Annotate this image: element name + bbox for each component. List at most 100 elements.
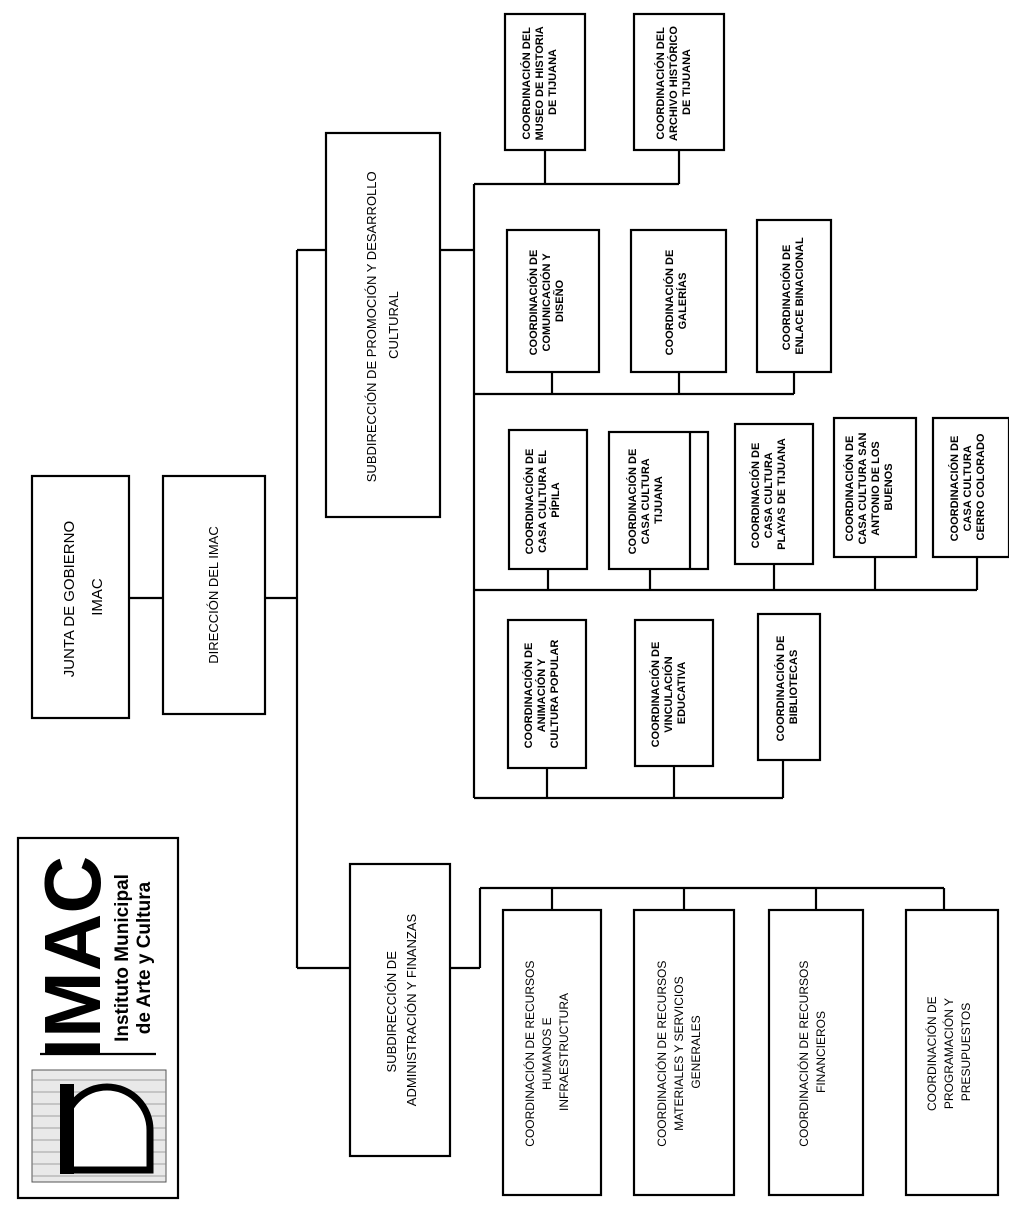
node-museo: COORDINACIÓN DEL MUSEO DE HISTORIA DE TI… xyxy=(503,12,587,152)
node-line: DE TIJUANA xyxy=(681,49,693,115)
node-san-antonio: COORDINACIÓN DE CASA CULTURA SAN ANTONIO… xyxy=(832,416,918,559)
svg-text:COORDINACIÓN DE GALERÍAS: COORDINACIÓN DE GALERÍAS xyxy=(663,247,689,356)
node-line: COORDINACIÓN DE xyxy=(663,250,676,356)
node-galerias: COORDINACIÓN DE GALERÍAS xyxy=(629,228,728,374)
svg-text:COORDINACIÓN DE COMUNICA: COORDINACIÓN DE COMUNICACIÓN Y DISEÑO xyxy=(527,247,566,356)
node-line: INFRAESTRUCTURA xyxy=(557,993,571,1111)
logo-subtitle-2: de Arte y Cultura xyxy=(134,881,155,1034)
node-line: GENERALES xyxy=(689,1015,703,1088)
node-playas: COORDINACIÓN DE CASA CULTURA PLAYAS DE T… xyxy=(733,422,815,566)
node-line: CULTURAL xyxy=(386,291,401,359)
node-line: ARCHIVO HISTÓRICO xyxy=(667,26,680,141)
node-line: EDUCATIVA xyxy=(676,662,688,725)
node-line: COORDINACIÓN DE xyxy=(522,643,535,749)
node-cc-tijuana: COORDINACIÓN DE CASA CULTURA TIJUANA xyxy=(607,430,710,571)
node-rh: COORDINACIÓN DE RECURSOS HUMANOS E INFRA… xyxy=(501,908,603,1197)
node-cerro: COORDINACIÓN DE CASA CULTURA CERRO COLOR… xyxy=(931,416,1009,559)
svg-text:COORDINACIÓN DE VINCULAC: COORDINACIÓN DE VINCULACIÓN EDUCATIVA xyxy=(649,639,688,748)
svg-text:COORDINACIÓN DE RECURSOS: COORDINACIÓN DE RECURSOS HUMANOS E INFRA… xyxy=(522,957,571,1146)
svg-text:COORDINACIÓN DE ENLACE B: COORDINACIÓN DE ENLACE BINACIONAL xyxy=(780,237,806,355)
node-sub-promocion: SUBDIRECCIÓN DE PROMOCIÓN Y DESARROLLO C… xyxy=(324,131,442,519)
node-bibliotecas: COORDINACIÓN DE BIBLIOTECAS xyxy=(756,612,822,762)
svg-text:COORDINACIÓN DE RECURSOS: COORDINACIÓN DE RECURSOS FINANCIEROS xyxy=(796,957,828,1146)
emblem-label: TIJUANA xyxy=(59,1107,70,1150)
node-line: CASA CULTURA xyxy=(640,458,652,544)
node-line: BIBLIOTECAS xyxy=(788,650,800,725)
connector-lines xyxy=(129,150,979,970)
node-rf: COORDINACIÓN DE RECURSOS FINANCIEROS xyxy=(767,908,865,1197)
node-line: COORDINACIÓN DE xyxy=(774,636,787,742)
node-line: JUNTA DE GOBIERNO xyxy=(61,521,78,677)
node-animacion: COORDINACIÓN DE ANIMACIÓN Y CULTURA POPU… xyxy=(506,618,588,770)
logo-acronym: IMAC xyxy=(28,856,117,1060)
node-line: SUBDIRECCIÓN DE PROMOCIÓN Y DESARROLLO xyxy=(364,171,379,482)
svg-text:SUBDIRECCIÓN DE ADMINIST: SUBDIRECCIÓN DE ADMINISTRACIÓN Y FINANZA… xyxy=(384,913,419,1106)
svg-text:COORDINACIÓN DEL MUSEO D: COORDINACIÓN DEL MUSEO DE HISTORIA DE TI… xyxy=(520,24,559,141)
node-line: VINCULACIÓN xyxy=(662,656,675,732)
node-line: CASA CULTURA xyxy=(962,445,974,531)
node-line: ADMINISTRACIÓN Y FINANZAS xyxy=(404,913,419,1106)
node-line: DIRECCIÓN DEL IMAC xyxy=(206,526,221,663)
node-line: COORDINACIÓN DE xyxy=(843,436,856,542)
node-line: COORDINACIÓN DE xyxy=(780,245,793,351)
svg-text:COORDINACIÓN DE RECURSOS: COORDINACIÓN DE RECURSOS MATERIALES Y SE… xyxy=(654,957,703,1146)
node-line: DISEÑO xyxy=(553,279,566,322)
node-comunicacion: COORDINACIÓN DE COMUNICACIÓN Y DISEÑO xyxy=(505,228,601,374)
svg-text:SUBDIRECCIÓN DE PROMOCIÓN Y DE: SUBDIRECCIÓN DE PROMOCIÓN Y DESARROLLO C… xyxy=(364,168,401,482)
node-line: CERRO COLORADO xyxy=(975,433,987,540)
node-line: DE TIJUANA xyxy=(547,49,559,115)
node-line: FINANCIEROS xyxy=(814,1011,828,1093)
emblem-icon xyxy=(31,1069,167,1183)
node-line: COORDINACIÓN DEL xyxy=(654,27,667,140)
svg-text:COORDINACIÓN DE CASA CUL: COORDINACIÓN DE CASA CULTURA CERRO COLOR… xyxy=(948,433,987,542)
node-line: COORDINACIÓN DE RECURSOS xyxy=(654,961,669,1147)
node-sub-admin: SUBDIRECCIÓN DE ADMINISTRACIÓN Y FINANZA… xyxy=(348,862,452,1158)
node-vinculacion: COORDINACIÓN DE VINCULACIÓN EDUCATIVA xyxy=(633,618,715,768)
node-line: HUMANOS E xyxy=(540,1017,554,1090)
node-junta: JUNTA DE GOBIERNO IMAC xyxy=(30,474,131,720)
node-enlace: COORDINACIÓN DE ENLACE BINACIONAL xyxy=(755,218,833,374)
node-line: COMUNICACIÓN Y xyxy=(540,253,553,352)
svg-text:COORDINACIÓN DE BIBLIOTE: COORDINACIÓN DE BIBLIOTECAS xyxy=(774,633,800,742)
node-line: COORDINACIÓN DE RECURSOS xyxy=(796,961,811,1147)
svg-text:COORDINACIÓN DE CASA CUL: COORDINACIÓN DE CASA CULTURA TIJUANA xyxy=(626,446,665,555)
node-line: TIJUANA xyxy=(653,476,665,524)
node-line: COORDINACIÓN DE xyxy=(924,996,939,1111)
node-line: IMAC xyxy=(89,578,106,616)
node-line: COORDINACIÓN DE xyxy=(626,449,639,555)
node-line: CASA CULTURA EL xyxy=(537,450,549,553)
node-line: PRESUPUESTOS xyxy=(959,1003,973,1101)
node-archivo: COORDINACIÓN DEL ARCHIVO HISTÓRICO DE TI… xyxy=(632,12,726,152)
svg-text:COORDINACIÓN DE CASA CUL: COORDINACIÓN DE CASA CULTURA EL PÍPILA xyxy=(523,446,562,555)
svg-text:COORDINACIÓN DE CASA CUL: COORDINACIÓN DE CASA CULTURA PLAYAS DE T… xyxy=(749,438,788,550)
node-line: MATERIALES Y SERVICIOS xyxy=(672,976,686,1131)
node-line: ENLACE BINACIONAL xyxy=(794,237,806,355)
logo-subtitle-1: Instituto Municipal xyxy=(112,874,133,1042)
node-line: COORDINACIÓN DE xyxy=(649,642,662,748)
svg-text:COORDINACIÓN DE ANIMACIÓ: COORDINACIÓN DE ANIMACIÓN Y CULTURA POPU… xyxy=(522,640,561,749)
node-line: SUBDIRECCIÓN DE xyxy=(384,951,399,1073)
node-line: COORDINACIÓN DE xyxy=(948,436,961,542)
node-line: PROGRAMACIÓN Y xyxy=(941,998,956,1109)
svg-text:DIRECCIÓN DEL IMAC: DIRECCIÓN DEL IMAC xyxy=(206,526,221,663)
svg-text:JUNTA DE GOBIERNO IMAC: JUNTA DE GOBIERNO IMAC xyxy=(61,517,106,678)
node-line: PLAYAS DE TIJUANA xyxy=(776,438,788,550)
imac-logo: TIJUANA IMAC Instituto Municipal de Arte… xyxy=(16,836,180,1200)
node-line: COORDINACIÓN DE RECURSOS xyxy=(522,961,537,1147)
node-line: COORDINACIÓN DEL xyxy=(520,27,533,140)
svg-text:COORDINACIÓN DE PROGRAMA: COORDINACIÓN DE PROGRAMACIÓN Y PRESUPUES… xyxy=(924,993,973,1111)
node-direccion: DIRECCIÓN DEL IMAC xyxy=(161,474,267,716)
node-line: GALERÍAS xyxy=(676,273,689,330)
node-line: BUENOS xyxy=(883,463,895,510)
node-line: COORDINACIÓN DE xyxy=(749,443,762,549)
node-line: COORDINACIÓN DE xyxy=(523,449,536,555)
node-line: CULTURA POPULAR xyxy=(549,640,561,749)
node-line: PÍPILA xyxy=(549,482,562,518)
svg-text:COORDINACIÓN DEL ARCHIVO: COORDINACIÓN DEL ARCHIVO HISTÓRICO DE TI… xyxy=(654,23,693,141)
node-line: ANTONIO DE LOS xyxy=(870,441,882,536)
node-pipila: COORDINACIÓN DE CASA CULTURA EL PÍPILA xyxy=(507,428,589,571)
node-line: CASA CULTURA xyxy=(763,452,775,538)
node-line: ANIMACIÓN Y xyxy=(535,658,548,732)
node-line: CASA CULTURA SAN xyxy=(857,432,869,544)
